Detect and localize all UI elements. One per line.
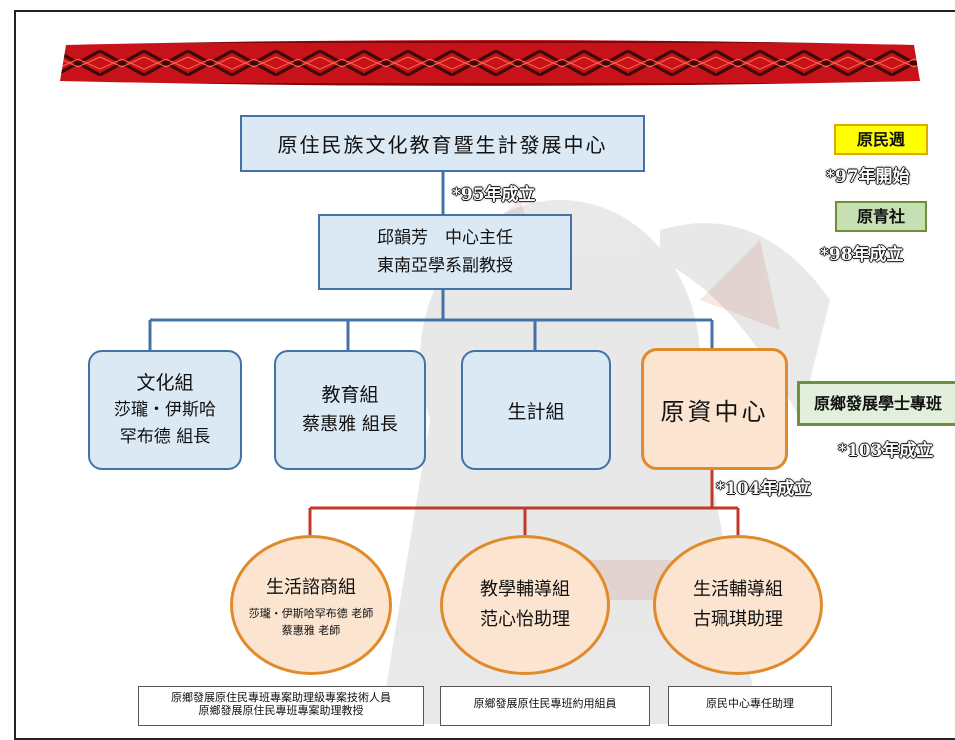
education-group-line2: 蔡惠雅 組長	[302, 414, 398, 435]
degree-program-note: *103年成立	[838, 441, 934, 461]
counseling-group-line2: 莎瓏・伊斯哈罕布德 老師	[248, 607, 374, 620]
bottom-cell-life-line1: 原民中心專任助理	[706, 697, 794, 710]
teaching-group-title: 教學輔導組	[480, 579, 570, 600]
counseling-group-line3: 蔡惠雅 老師	[281, 624, 341, 637]
director-line1: 邱韻芳 中心主任	[377, 228, 513, 248]
education-group-box: 教育組 蔡惠雅 組長	[274, 350, 426, 470]
youth-club-note: *98年成立	[820, 245, 904, 265]
teaching-group-oval: 教學輔導組 范心怡助理	[440, 535, 610, 675]
resource-center-founded-note: *104年成立	[716, 479, 812, 499]
youth-club-label: 原青社	[856, 207, 905, 226]
livelihood-group-box: 生計組	[461, 350, 611, 470]
bottom-cell-counseling-line1: 原鄉發展原住民專班專案助理級專案技術人員	[171, 691, 391, 704]
youth-club-tag: 原青社	[835, 201, 927, 232]
livelihood-group-title: 生計組	[507, 400, 565, 423]
degree-program-label: 原鄉發展學士專班	[813, 394, 942, 413]
resource-center-box: 原資中心	[641, 348, 788, 470]
culture-group-line3: 罕布德 組長	[119, 426, 211, 447]
counseling-group-oval: 生活諮商組 莎瓏・伊斯哈罕布德 老師 蔡惠雅 老師	[230, 535, 392, 675]
indigenous-week-note: *97年開始	[826, 167, 910, 187]
director-box: 邱韻芳 中心主任 東南亞學系副教授	[318, 214, 572, 290]
teaching-group-line2: 范心怡助理	[480, 609, 570, 630]
indigenous-week-label: 原民週	[856, 130, 905, 149]
connector-lines	[148, 172, 740, 535]
woven-pattern-banner	[60, 40, 920, 86]
culture-group-line2: 莎瓏・伊斯哈	[114, 399, 216, 420]
bottom-cell-counseling: 原鄉發展原住民專班專案助理級專案技術人員 原鄉發展原住民專班專案助理教授	[138, 686, 424, 726]
bottom-cell-counseling-line2: 原鄉發展原住民專班專案助理教授	[198, 704, 364, 717]
bottom-cell-teaching: 原鄉發展原住民專班約用組員	[440, 686, 650, 726]
bottom-cell-teaching-line1: 原鄉發展原住民專班約用組員	[473, 697, 617, 710]
center-title: 原住民族文化教育暨生計發展中心	[277, 133, 608, 157]
life-guidance-group-oval: 生活輔導組 古珮琪助理	[653, 535, 823, 675]
center-founded-note: *95年成立	[452, 185, 536, 205]
bottom-cell-life: 原民中心專任助理	[668, 686, 832, 726]
center-title-box: 原住民族文化教育暨生計發展中心	[240, 115, 645, 172]
director-line2: 東南亞學系副教授	[377, 256, 513, 276]
life-guidance-group-title: 生活輔導組	[693, 579, 783, 600]
life-guidance-group-line2: 古珮琪助理	[693, 609, 783, 630]
culture-group-box: 文化組 莎瓏・伊斯哈 罕布德 組長	[88, 350, 242, 470]
indigenous-week-tag: 原民週	[834, 124, 928, 155]
culture-group-title: 文化組	[136, 371, 194, 394]
education-group-title: 教育組	[321, 384, 379, 406]
degree-program-tag: 原鄉發展學士專班	[797, 381, 955, 426]
counseling-group-title: 生活諮商組	[266, 577, 356, 598]
resource-center-title: 原資中心	[660, 397, 769, 426]
